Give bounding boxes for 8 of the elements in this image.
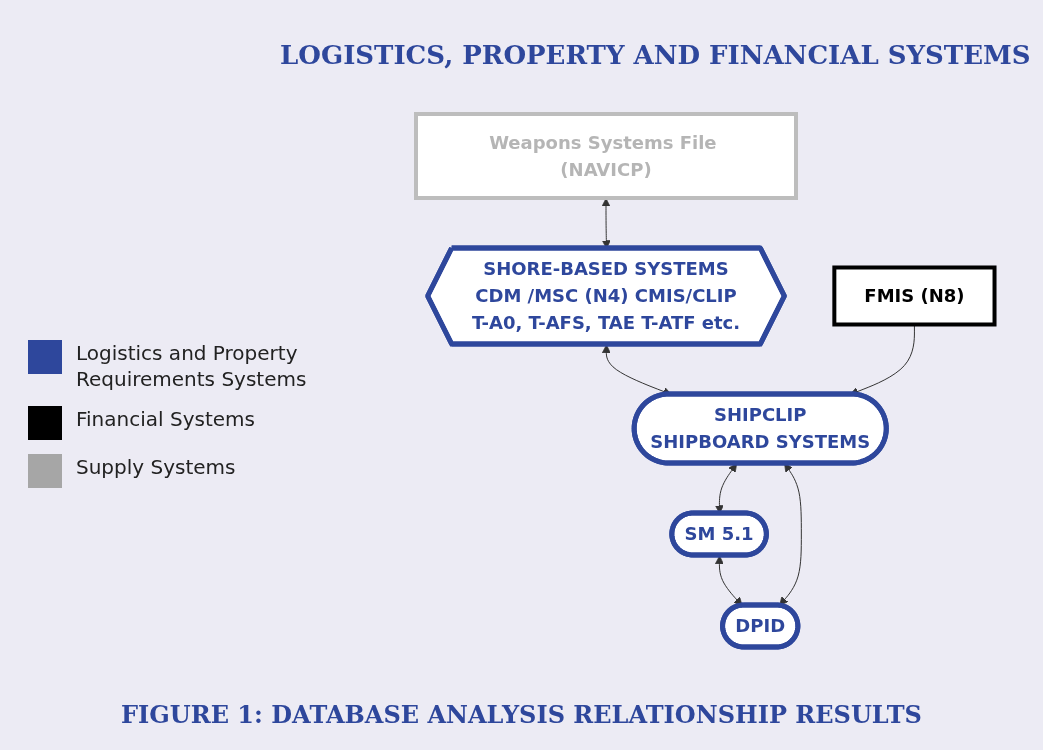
diagram-title: LOGISTICS, PROPERTY AND FINANCIAL SYSTEMS <box>280 40 1031 70</box>
legend-label: Supply Systems <box>76 454 236 480</box>
arrow <box>714 555 743 606</box>
node-box: FMIS (N8) <box>832 265 997 326</box>
legend-label: Financial Systems <box>76 406 255 432</box>
legend-label: Logistics and Property Requirements Systems <box>76 340 308 392</box>
figure-caption: FIGURE 1: DATABASE ANALYSIS RELATIONSHIP RESULTS <box>120 700 923 729</box>
node-box: Weapons Systems File (NAVICP) <box>413 111 798 200</box>
